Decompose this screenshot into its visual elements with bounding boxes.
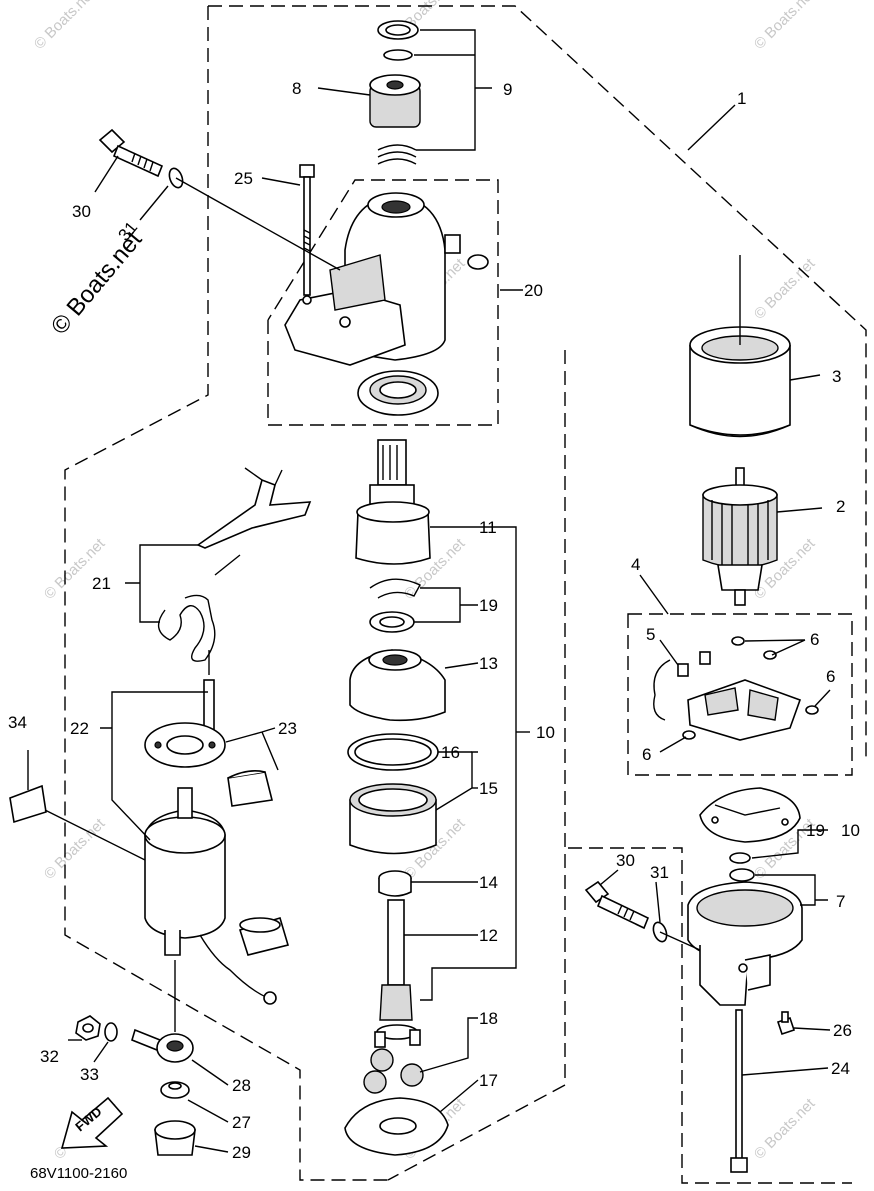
callout-7: 7 — [836, 892, 845, 911]
shift-lever-21-part — [157, 467, 312, 675]
spring-6-b — [763, 650, 777, 660]
outline-group-10 — [568, 847, 852, 1184]
leader-lines — [27, 29, 831, 1153]
terminal-28-part — [131, 960, 194, 1063]
outline-main-left — [64, 6, 388, 1181]
callout-32: 32 — [40, 1047, 59, 1066]
holder-13-part — [349, 649, 446, 722]
washer-33-part — [104, 1022, 118, 1042]
solenoid-22-part — [144, 679, 277, 1005]
bearing-part — [357, 370, 439, 416]
outline-main-right — [387, 350, 566, 1181]
callout-13: 13 — [479, 654, 498, 673]
watermark-main: © Boats.net — [46, 226, 148, 340]
diagram-code: 68V1100-2160 — [30, 1165, 127, 1182]
callout-1: 1 — [737, 89, 746, 108]
brush-5-part — [653, 659, 671, 721]
callout-17: 17 — [479, 1071, 498, 1090]
outline-group-20 — [267, 179, 499, 426]
callout-23: 23 — [278, 719, 297, 738]
callout-4: 4 — [631, 555, 640, 574]
callout-3: 3 — [832, 367, 841, 386]
pinion-assembly — [369, 20, 421, 165]
callout-8: 8 — [292, 79, 301, 98]
front-bracket-part — [284, 192, 489, 366]
callout-25: 25 — [234, 169, 253, 188]
callout-21: 21 — [92, 574, 111, 593]
watermark-5: © Boats.net — [751, 255, 819, 323]
callout-19-a: 19 — [479, 596, 498, 615]
callout-10-a: 10 — [536, 723, 555, 742]
cap-29-part — [154, 1120, 196, 1156]
plate-17-part — [344, 1097, 449, 1156]
outline-group-4 — [627, 613, 853, 776]
through-bolt-24-part — [730, 1009, 748, 1173]
callout-34: 34 — [8, 713, 27, 732]
callout-33: 33 — [80, 1065, 99, 1084]
callout-15: 15 — [479, 779, 498, 798]
watermark-3: © Boats.net — [751, 0, 819, 53]
callout-30-left: 30 — [72, 202, 91, 221]
nut-32-part — [75, 1015, 101, 1041]
callout-14: 14 — [479, 873, 498, 892]
ring-16-part — [347, 733, 439, 771]
spring-6-a — [731, 636, 745, 646]
callout-10-b: 10 — [841, 821, 860, 840]
callout-30-right: 30 — [616, 851, 635, 870]
spacer-23-part — [227, 770, 273, 807]
bolt-26-part — [776, 1011, 796, 1036]
internal-gear-15-part — [349, 783, 437, 855]
brush-holder-4-part — [653, 636, 819, 741]
callout-6-c: 6 — [642, 745, 651, 764]
callout-19-b: 19 — [806, 821, 825, 840]
callout-6-a: 6 — [810, 630, 819, 649]
assembly-outlines — [64, 5, 867, 1184]
planet-gear-18-part — [363, 1048, 424, 1094]
callout-28: 28 — [232, 1076, 251, 1095]
armature-2-part — [702, 467, 778, 606]
spring-6-c — [805, 705, 819, 715]
callout-11: 11 — [479, 518, 497, 537]
fwd-arrow-icon: FWD — [60, 1096, 124, 1149]
bolt-30-right-part — [584, 880, 701, 951]
label-34-part — [9, 784, 146, 861]
callout-27: 27 — [232, 1113, 251, 1132]
callout-6-b: 6 — [826, 667, 835, 686]
plate-19-part — [699, 787, 801, 864]
callout-9: 9 — [503, 80, 512, 99]
callout-31-right: 31 — [650, 863, 669, 882]
callout-29: 29 — [232, 1143, 251, 1162]
callout-20: 20 — [524, 281, 543, 300]
callout-18: 18 — [479, 1009, 498, 1028]
callout-labels: 1 2 3 4 5 6 6 6 7 8 9 10 10 11 12 13 14 … — [8, 79, 860, 1162]
boot-part — [238, 917, 290, 956]
callout-12: 12 — [479, 926, 498, 945]
callout-2: 2 — [836, 497, 845, 516]
callout-5: 5 — [646, 625, 655, 644]
clutch-11-part — [355, 439, 431, 565]
callout-22: 22 — [70, 719, 89, 738]
clip-part — [383, 49, 413, 61]
spring-part — [377, 144, 417, 165]
watermark-14: © Boats.net — [751, 1095, 819, 1163]
bolt-25-part — [299, 164, 315, 296]
callout-16: 16 — [441, 743, 460, 762]
rear-cover-7-part — [687, 868, 803, 1006]
callout-26: 26 — [833, 1021, 852, 1040]
bushing-14-part — [378, 870, 412, 897]
bushing-27-part — [160, 1081, 190, 1099]
watermark-1: © Boats.net — [31, 0, 99, 53]
clip-19-part — [369, 578, 421, 633]
bolt-30-left-part — [98, 128, 341, 271]
callout-24: 24 — [831, 1059, 850, 1078]
watermarks: © Boats.net © Boats.net © Boats.net © Bo… — [31, 0, 819, 1163]
shaft-12-part — [374, 899, 421, 1048]
outline-main-top — [208, 5, 867, 760]
